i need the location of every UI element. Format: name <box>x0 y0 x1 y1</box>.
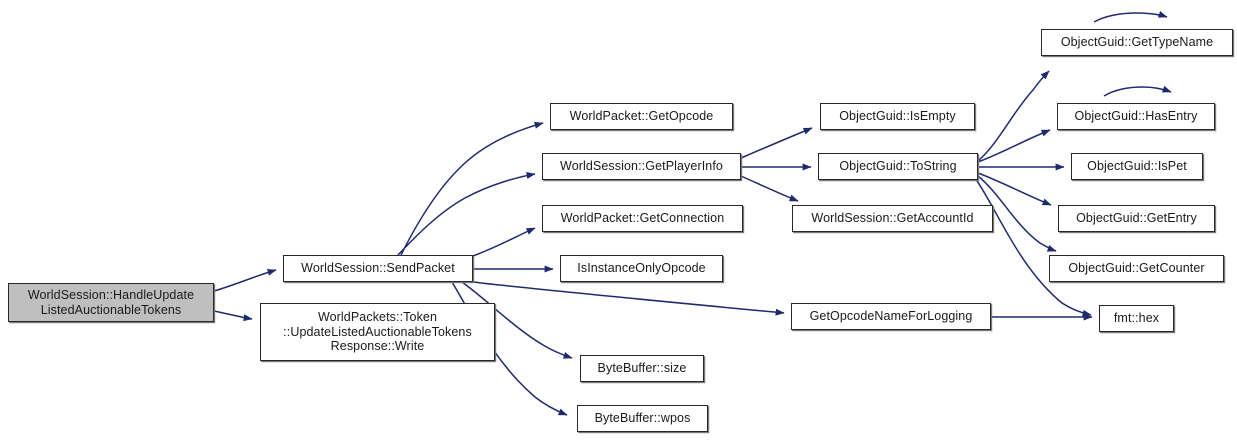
node-label-get_entry: ObjectGuid::GetEntry <box>1076 211 1197 226</box>
node-get_player_info[interactable]: WorldSession::GetPlayerInfo <box>542 153 741 180</box>
node-label-is_instance_only_opcode: IsInstanceOnlyOpcode <box>577 261 706 276</box>
node-label-handle_update: WorldSession::HandleUpdate ListedAuction… <box>27 288 195 317</box>
node-has_entry[interactable]: ObjectGuid::HasEntry <box>1057 103 1215 130</box>
node-label-to_string: ObjectGuid::ToString <box>839 159 957 174</box>
node-to_string[interactable]: ObjectGuid::ToString <box>818 153 978 180</box>
node-label-bytebuffer_wpos: ByteBuffer::wpos <box>594 411 691 426</box>
node-label-is_empty: ObjectGuid::IsEmpty <box>839 109 956 124</box>
node-label-bytebuffer_size: ByteBuffer::size <box>597 361 687 376</box>
node-label-has_entry: ObjectGuid::HasEntry <box>1074 109 1198 124</box>
node-label-get_opcode: WorldPacket::GetOpcode <box>569 109 714 124</box>
node-bytebuffer_wpos[interactable]: ByteBuffer::wpos <box>577 405 708 432</box>
node-fmt_hex[interactable]: fmt::hex <box>1099 305 1174 332</box>
node-is_empty[interactable]: ObjectGuid::IsEmpty <box>820 103 975 130</box>
node-get_opcode_name_for_logging[interactable]: GetOpcodeNameForLogging <box>791 303 991 330</box>
node-label-get_counter: ObjectGuid::GetCounter <box>1068 261 1205 276</box>
node-label-get_opcode_name_for_logging: GetOpcodeNameForLogging <box>809 309 973 324</box>
node-bytebuffer_size[interactable]: ByteBuffer::size <box>580 355 704 382</box>
node-label-get_account_id: WorldSession::GetAccountId <box>811 211 974 226</box>
node-get_entry[interactable]: ObjectGuid::GetEntry <box>1058 205 1215 232</box>
node-is_instance_only_opcode[interactable]: IsInstanceOnlyOpcode <box>560 255 723 282</box>
node-get_account_id[interactable]: WorldSession::GetAccountId <box>792 205 993 232</box>
node-label-fmt_hex: fmt::hex <box>1113 311 1160 326</box>
node-get_opcode[interactable]: WorldPacket::GetOpcode <box>550 103 733 130</box>
node-get_type_name[interactable]: ObjectGuid::GetTypeName <box>1041 29 1233 56</box>
node-get_counter[interactable]: ObjectGuid::GetCounter <box>1049 255 1224 282</box>
node-label-get_type_name: ObjectGuid::GetTypeName <box>1060 35 1214 50</box>
node-get_connection[interactable]: WorldPacket::GetConnection <box>542 205 743 232</box>
node-label-is_pet: ObjectGuid::IsPet <box>1087 159 1187 174</box>
node-label-get_player_info: WorldSession::GetPlayerInfo <box>560 159 723 174</box>
node-label-token_write: WorldPackets::Token ::UpdateListedAuctio… <box>283 310 472 354</box>
node-label-get_connection: WorldPacket::GetConnection <box>560 211 725 226</box>
node-send_packet[interactable]: WorldSession::SendPacket <box>283 255 473 282</box>
node-token_write[interactable]: WorldPackets::Token ::UpdateListedAuctio… <box>260 303 495 361</box>
node-handle_update[interactable]: WorldSession::HandleUpdate ListedAuction… <box>8 283 214 322</box>
node-is_pet[interactable]: ObjectGuid::IsPet <box>1071 153 1203 180</box>
node-label-send_packet: WorldSession::SendPacket <box>301 261 455 276</box>
